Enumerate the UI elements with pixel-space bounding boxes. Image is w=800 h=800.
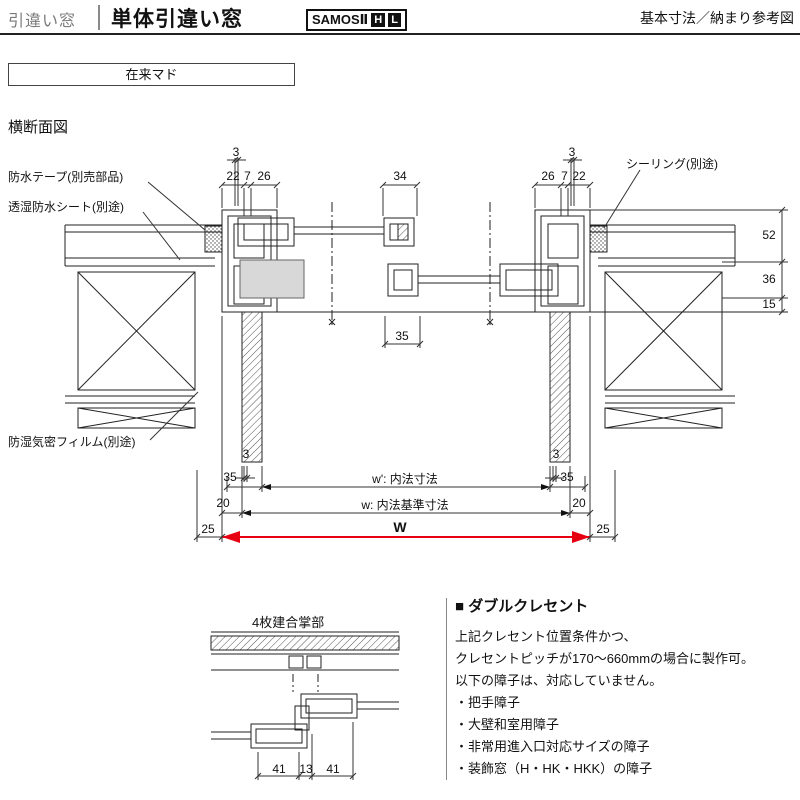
pillars (241, 311, 571, 463)
cross-section-drawing (64, 156, 788, 543)
callout-sealing: シーリング(別途) (626, 157, 718, 171)
note-line: 上記クレセント位置条件かつ、 (455, 629, 637, 644)
dim-3-top-left: 3 (232, 145, 240, 159)
sealing-block-left (204, 225, 223, 253)
dim-13-center: 13 (299, 762, 313, 776)
callout-breathable-sheet: 透湿防水シート(別途) (8, 200, 124, 214)
window-frame (204, 202, 788, 326)
note-bullet: ・装飾窓（H・HK・HKK）の障子 (455, 761, 653, 776)
dim-25-right: 25 (596, 522, 610, 536)
dim-3-bottom-right: 3 (552, 447, 560, 461)
double-crescent-note: ■ ダブルクレセント 上記クレセント位置条件かつ、 クレセントピッチが170～6… (455, 595, 795, 780)
dim-22-right: 22 (572, 169, 586, 183)
dim-41-left: 41 (272, 762, 286, 776)
dim-W-overall: W (393, 519, 407, 535)
dim-35-center: 35 (395, 329, 409, 343)
window-category-label: 引違い窓 (8, 13, 77, 30)
dimension-center-35 (381, 316, 424, 348)
sub-diagram-title: 4枚建合掌部 (252, 615, 325, 630)
dim-20-left: 20 (216, 496, 230, 510)
meeting-stile-sub-drawing (210, 631, 400, 780)
dim-15-vertical: 15 (762, 297, 776, 311)
dim-wprime-label: w': 内法寸法 (372, 472, 438, 486)
dim-36-vertical: 36 (762, 272, 776, 286)
note-line: 以下の障子は、対応していません。 (455, 673, 663, 688)
frame-type-box: 在来マド (8, 63, 295, 86)
series-name: SAMOSⅡ (312, 12, 369, 27)
dim-35-wprime-right: 35 (560, 470, 574, 484)
wall-left (64, 224, 222, 429)
pillar-right (549, 311, 571, 463)
dimensions-right (590, 206, 788, 316)
pillar-left (241, 311, 263, 463)
corner-note: 基本寸法／納まり参考図 (640, 10, 794, 26)
dim-7-right: 7 (561, 169, 568, 183)
series-variant-l: L (388, 13, 401, 27)
sealing-block-right (589, 225, 608, 253)
callout-waterproof-tape: 防水テープ(別売部品) (8, 170, 124, 184)
bottom-section-divider (446, 598, 447, 780)
page-title: 単体引違い窓 (111, 8, 243, 31)
dim-22-left: 22 (226, 169, 240, 183)
wall-right (590, 224, 736, 429)
header-divider (98, 5, 100, 30)
dimensions-bottom (193, 316, 619, 543)
dim-3-top-right: 3 (568, 145, 576, 159)
dim-26-left: 26 (257, 169, 271, 183)
dim-w-label: w: 内法基準寸法 (361, 498, 449, 512)
dim-25-left: 25 (201, 522, 215, 536)
section-title: 横断面図 (8, 119, 69, 136)
callout-leaders (142, 169, 641, 441)
dim-35-wprime-left: 35 (223, 470, 237, 484)
shaded-block (239, 259, 305, 299)
note-line: クレセントピッチが170～660mmの場合に製作可。 (455, 651, 755, 666)
series-badge: SAMOSⅡ H L (306, 9, 407, 31)
dim-26-right: 26 (541, 169, 555, 183)
note-bullet: ・大壁和室用障子 (455, 717, 560, 732)
dimensions-top (218, 156, 594, 216)
dim-41-right: 41 (326, 762, 340, 776)
note-title: ■ ダブルクレセント (455, 598, 589, 615)
callout-vapor-film: 防湿気密フィルム(別途) (8, 435, 136, 449)
dim-52-vertical: 52 (762, 228, 776, 242)
note-bullet: ・把手障子 (455, 695, 521, 710)
dim-3-bottom-left: 3 (242, 447, 250, 461)
header-rule (0, 33, 800, 35)
dim-7-left: 7 (244, 169, 251, 183)
dim-34-center: 34 (393, 169, 407, 183)
note-bullet: ・非常用進入口対応サイズの障子 (455, 739, 650, 754)
series-variant-h: H (371, 13, 386, 27)
dim-20-right: 20 (572, 496, 586, 510)
